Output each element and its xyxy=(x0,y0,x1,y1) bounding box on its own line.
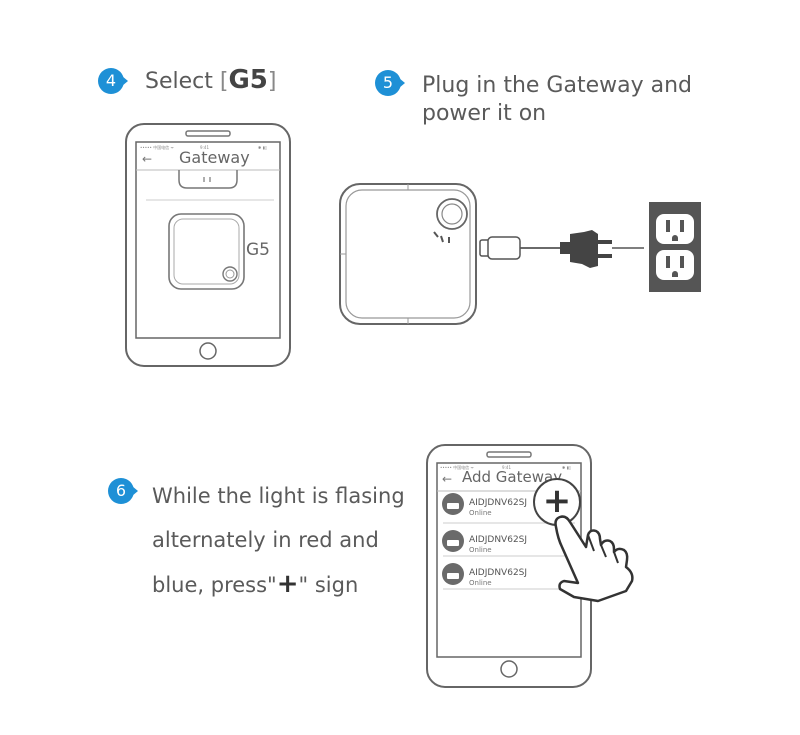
wall-outlet-icon xyxy=(649,202,701,292)
step-4-bracket-open: [ xyxy=(219,69,229,94)
step-6-line2: alternately in red and xyxy=(152,528,379,552)
gateway-power-illustration xyxy=(339,183,701,325)
step-6-plus-sign: + xyxy=(276,569,299,599)
router-icon xyxy=(442,493,464,585)
usb-cable-icon xyxy=(479,236,574,260)
step-4-select-label: Select xyxy=(145,69,213,94)
device-status: Online xyxy=(469,579,492,587)
step-6-line3-suffix: " sign xyxy=(298,573,359,597)
add-gateway-plus-button[interactable]: + xyxy=(533,478,581,526)
step-6-line3-prefix: blue, press" xyxy=(152,573,277,597)
router-icon xyxy=(339,183,477,325)
step-5-text: Plug in the Gateway and power it on xyxy=(422,72,692,128)
device-list-item[interactable]: AIDJDNV62SJ Online xyxy=(469,568,527,588)
phone-1-status-carrier: ••••• 中国电信 ᯤ xyxy=(140,145,174,150)
device-status: Online xyxy=(469,509,492,517)
step-5-line1: Plug in the Gateway and xyxy=(422,73,692,98)
phone-1-device-label[interactable]: G5 xyxy=(246,240,270,260)
device-name: AIDJDNV62SJ xyxy=(469,498,528,508)
step-5-badge: 5 xyxy=(375,70,405,96)
step-5-line2: power it on xyxy=(422,101,547,126)
step-4-bracket-close: ] xyxy=(267,69,277,94)
step-6-badge: 6 xyxy=(108,478,138,504)
device-name: AIDJDNV62SJ xyxy=(469,535,528,545)
phone-2-status-carrier: ••••• 中国电信 ᯤ xyxy=(440,465,474,470)
step-6-text: While the light is flasing alternately i… xyxy=(152,474,405,607)
step-6-line3: blue, press"+" sign xyxy=(152,562,405,607)
device-name: AIDJDNV62SJ xyxy=(469,568,528,578)
power-plug-icon xyxy=(560,230,644,268)
phone-2-title: Add Gateway xyxy=(462,468,563,486)
device-list-item[interactable]: AIDJDNV62SJ Online xyxy=(469,535,527,555)
phone-1 xyxy=(125,123,291,367)
step-4-model: G5 xyxy=(228,65,268,95)
phone-2-back-icon[interactable]: ← xyxy=(442,472,453,486)
device-list-item[interactable]: AIDJDNV62SJ Online xyxy=(469,498,527,518)
phone-2-status-battery: ✱ ▮▯ xyxy=(562,465,572,470)
phone-1-status-battery: ✱ ▮▯ xyxy=(258,145,268,150)
phone-2-status-time: 9:41 xyxy=(502,465,511,470)
phone-1-title: Gateway xyxy=(179,148,250,167)
phone-1-back-icon[interactable]: ← xyxy=(142,152,153,166)
device-status: Online xyxy=(469,546,492,554)
pointing-hand-icon xyxy=(554,515,634,603)
phone-1-status-time: 9:41 xyxy=(200,145,209,150)
step-4-badge: 4 xyxy=(98,68,128,94)
step-4-text: Select [G5] xyxy=(145,66,277,96)
step-6-line1: While the light is flasing xyxy=(152,484,405,508)
